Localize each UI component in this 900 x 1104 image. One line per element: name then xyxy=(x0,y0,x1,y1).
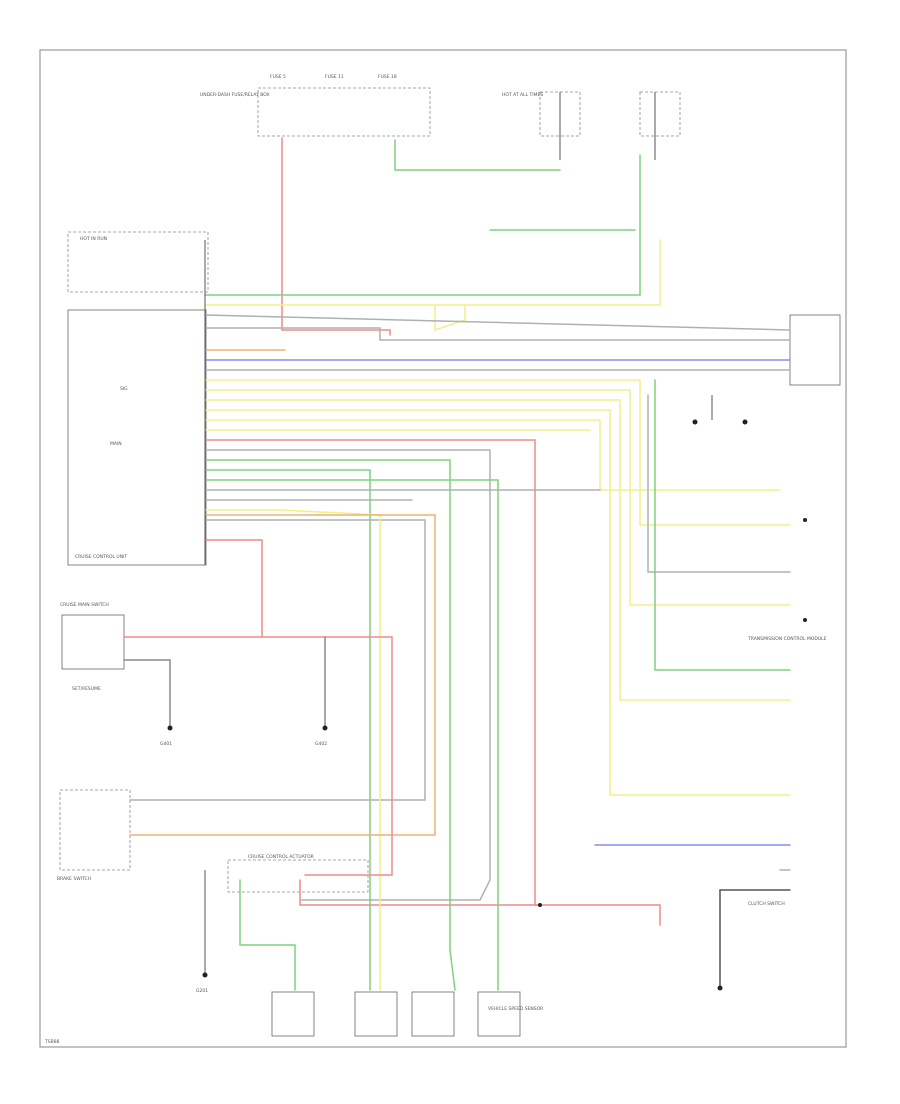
fuse-box-right xyxy=(639,91,681,137)
diagram-frame xyxy=(39,49,847,1048)
wire-yellow-2 xyxy=(204,389,791,606)
g201-label: G201 xyxy=(196,988,208,994)
wire-green-fuse xyxy=(394,139,561,171)
sensor-box-4 xyxy=(477,991,521,1037)
brake-switch-label: BRAKE SWITCH xyxy=(57,876,91,882)
fuse-c-label: FUSE 18 xyxy=(378,74,397,80)
wire-green-sensor-1 xyxy=(239,879,296,991)
main-label: MAIN xyxy=(110,441,122,447)
wire-green-top xyxy=(204,154,641,296)
fuse-box-top xyxy=(257,87,431,137)
fuse-box-left xyxy=(67,231,209,293)
fuse-box-label: UNDER-DASH FUSE/RELAY BOX xyxy=(200,92,270,98)
fuse-b-label: FUSE 11 xyxy=(325,74,344,80)
g402-label: G402 xyxy=(315,741,327,747)
wire-yellow-1 xyxy=(204,379,791,526)
ground-g402 xyxy=(322,725,328,731)
g401-label: G401 xyxy=(160,741,172,747)
right-connector-box xyxy=(789,314,841,386)
brake-switch-box xyxy=(59,789,131,871)
wire-yellow-top xyxy=(204,239,661,306)
sensor-box-3 xyxy=(411,991,455,1037)
sig-label: SIG xyxy=(120,386,128,392)
wire-orange-brake xyxy=(129,514,436,836)
wire-yellow-5 xyxy=(204,419,781,491)
node-3 xyxy=(538,903,542,907)
wire-red-act xyxy=(299,879,531,906)
vss-label: VEHICLE SPEED SENSOR xyxy=(488,1006,543,1012)
hot-run-label: HOT IN RUN xyxy=(80,236,107,242)
set-resume-label: SET/RESUME xyxy=(72,686,101,692)
tcm-label: TRANSMISSION CONTROL MODULE xyxy=(747,636,827,642)
ground-right xyxy=(717,985,723,991)
wire-green-bottom-2 xyxy=(204,469,371,991)
node-1 xyxy=(803,518,807,522)
sensor-box-2 xyxy=(354,991,398,1037)
cruise-switch-box xyxy=(61,614,125,670)
hot-all-label: HOT AT ALL TIMES xyxy=(502,92,543,98)
footer-code: TSB88 xyxy=(44,1039,60,1045)
cruise-unit-label: CRUISE CONTROL UNIT xyxy=(75,554,127,560)
wire-gray-1 xyxy=(204,314,791,331)
wire-yellow-3 xyxy=(204,399,791,701)
wire-gray-bottom xyxy=(204,449,491,901)
wire-gray-2 xyxy=(204,327,791,341)
cruise-unit-box xyxy=(67,309,207,566)
wire-gray-brake xyxy=(129,519,426,801)
wire-black-gnd xyxy=(719,889,791,986)
wire-red-switch xyxy=(204,539,393,876)
wire-yellow-mid xyxy=(204,509,381,991)
wire-green-bottom-3 xyxy=(204,479,499,991)
ground-g401 xyxy=(167,725,173,731)
wire-gray-right xyxy=(647,394,791,573)
clutch-label: CLUTCH SWITCH xyxy=(748,901,785,907)
ground-top-1 xyxy=(692,419,698,425)
cruise-switch-label: CRUISE MAIN SWITCH xyxy=(60,602,109,608)
fuse-a-label: FUSE 5 xyxy=(270,74,286,80)
ground-g201 xyxy=(202,972,208,978)
sensor-box-1 xyxy=(271,991,315,1037)
wire-red-top xyxy=(281,137,391,336)
actuator-box xyxy=(227,859,369,893)
actuator-label: CRUISE CONTROL ACTUATOR xyxy=(248,854,314,860)
ground-top-2 xyxy=(742,419,748,425)
wire-yellow-switch xyxy=(434,304,466,332)
wire-green-bottom-1 xyxy=(204,459,456,991)
wire-yellow-4 xyxy=(204,409,791,796)
wire-gray-gnd-1 xyxy=(123,659,171,726)
wire-green-right xyxy=(654,379,791,671)
wire-red-brake xyxy=(529,904,661,926)
node-2 xyxy=(803,618,807,622)
